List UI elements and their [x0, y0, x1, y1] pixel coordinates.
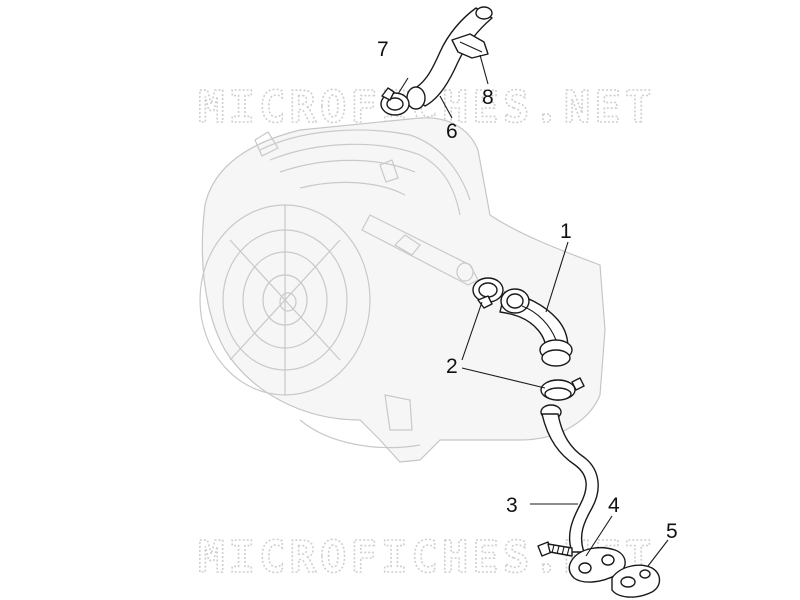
- part-7-clamp: [380, 87, 410, 116]
- hose-6-end: [406, 86, 426, 110]
- bolt: [537, 541, 573, 557]
- engine-cover-ghost: [199, 117, 606, 463]
- callout-1: 1: [560, 220, 572, 243]
- leader-6: [439, 95, 453, 119]
- callout-3: 3: [506, 494, 518, 517]
- callout-4: 4: [608, 494, 620, 517]
- part-1-elbow-hose: [499, 288, 573, 367]
- part-2-clamp-lower: [540, 377, 585, 401]
- part-2-clamp-upper: [472, 277, 504, 309]
- leader-1: [545, 241, 569, 313]
- fan-hub: [279, 292, 297, 312]
- leader-2a: [461, 301, 483, 361]
- part-5-gasket: [611, 564, 661, 598]
- leader-lines: [397, 54, 669, 567]
- callout-6: 6: [446, 120, 458, 143]
- leader-4: [585, 515, 613, 557]
- callout-5: 5: [666, 520, 678, 543]
- callout-8: 8: [482, 86, 494, 109]
- callout-2: 2: [446, 355, 458, 378]
- leader-5: [647, 539, 669, 567]
- leader-8: [479, 54, 489, 85]
- callout-7: 7: [377, 38, 389, 61]
- part-6-hose: [406, 6, 493, 110]
- leader-7: [397, 77, 409, 95]
- leader-2b: [461, 367, 546, 389]
- part-8-clip: [451, 33, 489, 59]
